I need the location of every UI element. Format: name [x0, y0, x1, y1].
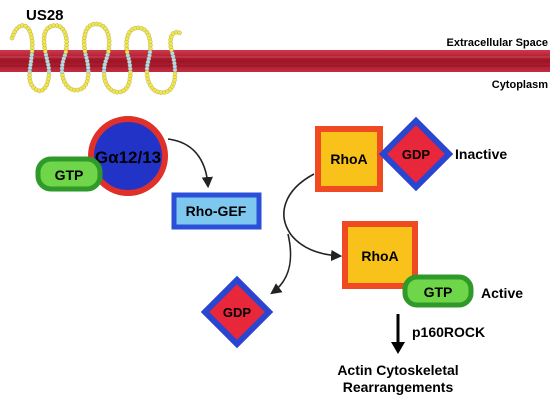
inactive-state-label: Inactive	[455, 146, 507, 162]
cytoplasm-label: Cytoplasm	[492, 79, 548, 91]
gtp-on-g-protein: GTP	[35, 156, 103, 192]
arrow-g-protein-to-gef	[167, 138, 213, 189]
gdp-bound-inactive: GDP	[378, 116, 454, 192]
gtp-bound-active: GTP	[402, 274, 474, 308]
g-alpha-label: Gα12/13	[95, 148, 161, 167]
outcome-line-2: Rearrangements	[343, 379, 454, 395]
released-gdp: GDP	[200, 275, 274, 349]
outcome-line-1: Actin Cytoskeletal	[337, 362, 458, 378]
membrane-bar	[0, 50, 550, 72]
gtp-label-active: GTP	[424, 284, 453, 300]
rhoa-active: RhoA	[342, 221, 418, 289]
us28-receptor	[9, 21, 182, 95]
rhoa-inactive: RhoA	[315, 126, 383, 192]
rhoa-inactive-label: RhoA	[330, 151, 367, 167]
active-state-label: Active	[481, 285, 523, 301]
rho-gef-box: Rho-GEF	[171, 192, 262, 230]
rho-gef-label: Rho-GEF	[186, 203, 247, 219]
receptor-bead	[177, 30, 182, 36]
gdp-label-inactive: GDP	[402, 147, 431, 162]
rhoa-active-label: RhoA	[361, 248, 398, 264]
cell-membrane	[0, 50, 550, 72]
p160rock-label: p160ROCK	[412, 324, 485, 340]
gtp-label-g-protein: GTP	[55, 167, 84, 183]
receptor-beads	[9, 21, 182, 95]
extracellular-space-label: Extracellular Space	[446, 37, 548, 49]
g-alpha-protein: Gα12/13	[88, 116, 168, 196]
arrow-to-p160rock-head	[391, 342, 405, 354]
us28-label: US28	[26, 7, 64, 24]
arrow-gdp-release	[270, 233, 292, 295]
arrow-inactive-to-active	[283, 173, 343, 262]
released-gdp-label: GDP	[223, 305, 252, 320]
